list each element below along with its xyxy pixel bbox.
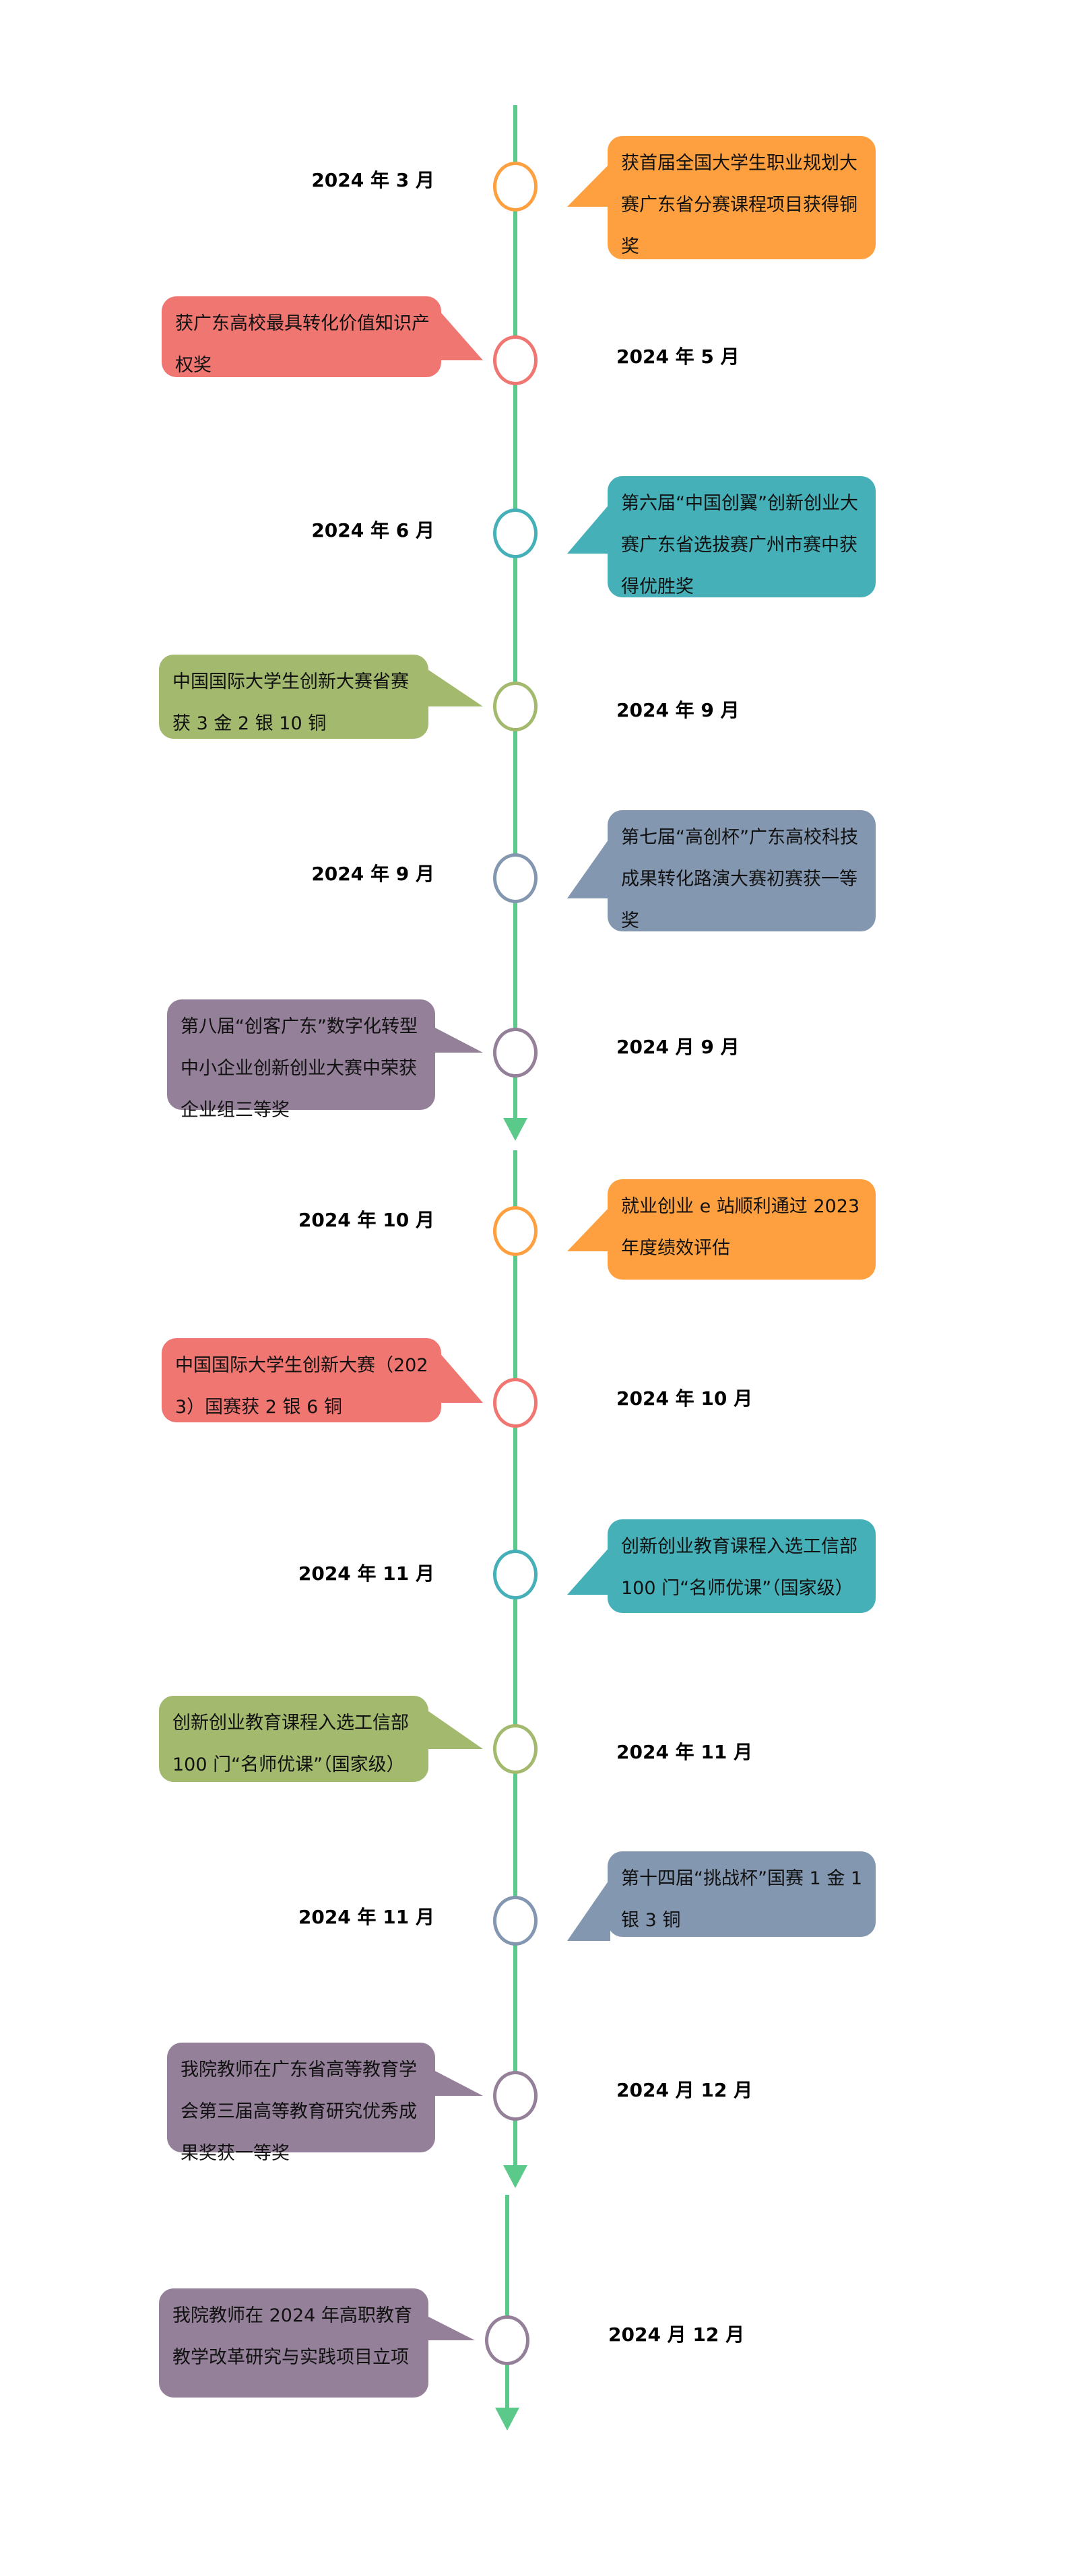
event-callout: 第八届“创客广东”数字化转型中小企业创新创业大赛中荣获企业组三等奖 [167,999,435,1121]
event-date: 2024 月 12 月 [616,2079,753,2101]
timeline-node-circle [485,2315,529,2365]
event-callout: 中国国际大学生创新大赛省赛获 3 金 2 银 10 铜 [159,655,428,739]
timeline-node-circle [493,853,538,903]
timeline-node-circle [493,682,538,731]
timeline-node-circle [493,1896,538,1946]
timeline-node-circle [493,1206,538,1256]
event-callout: 我院教师在 2024 年高职教育教学改革研究与实践项目立项 [159,2288,428,2398]
timeline-line-segment [513,1150,517,2165]
callout-pointer [432,1026,483,1053]
event-date: 2024 年 11 月 [616,1741,753,1763]
callout-pointer [567,503,610,554]
event-callout: 我院教师在广东省高等教育学会第三届高等教育研究优秀成果奖获一等奖 [167,2043,435,2164]
timeline-node-circle [493,1724,538,1774]
callout-pointer [567,1206,610,1251]
timeline-node-circle [493,335,538,385]
event-date: 2024 年 10 月 [298,1209,434,1231]
event-callout: 获首届全国大学生职业规划大赛广东省分赛课程项目获得铜奖 [608,136,876,259]
arrow-down-icon [503,2165,527,2188]
event-date: 2024 年 5 月 [616,345,740,368]
callout-pointer [432,2070,483,2096]
callout-pointer [439,1352,483,1403]
timeline-node-circle [493,1550,538,1599]
timeline-node-circle [493,1028,538,1078]
callout-pointer [567,1546,610,1595]
arrow-down-icon [503,1118,527,1141]
event-callout: 就业创业 e 站顺利通过 2023 年度绩效评估 [608,1179,876,1280]
event-callout: 获广东高校最具转化价值知识产权奖 [162,296,441,377]
timeline-node-circle [493,162,538,211]
event-callout: 创新创业教育课程入选工信部 100 门“名师优课”（国家级） [159,1696,428,1782]
event-callout: 创新创业教育课程入选工信部 100 门“名师优课”（国家级） [608,1519,876,1613]
callout-pointer [426,668,483,706]
callout-pointer [567,163,610,207]
event-date: 2024 年 3 月 [311,169,434,191]
callout-pointer [426,2315,475,2340]
arrow-down-icon [495,2408,519,2431]
event-date: 2024 年 9 月 [616,699,740,721]
event-callout: 中国国际大学生创新大赛（2023）国赛获 2 银 6 铜 [162,1338,441,1422]
callout-pointer [567,1878,610,1941]
event-date: 2024 年 11 月 [298,1906,434,1928]
event-date: 2024 月 12 月 [608,2323,745,2346]
timeline-line-segment [513,105,517,1118]
timeline-node-circle [493,1378,538,1428]
event-date: 2024 年 9 月 [311,863,434,885]
timeline-line-segment [505,2195,509,2408]
event-callout: 第十四届“挑战杯”国赛 1 金 1 银 3 铜 [608,1851,876,1937]
timeline-node-circle [493,2071,538,2121]
event-callout: 第六届“中国创翼”创新创业大赛广东省选拔赛广州市赛中获得优胜奖 [608,476,876,597]
event-date: 2024 年 6 月 [311,519,434,541]
timeline-node-circle [493,508,538,558]
callout-pointer [439,310,483,360]
event-date: 2024 月 9 月 [616,1036,740,1058]
event-callout: 第七届“高创杯”广东高校科技成果转化路演大赛初赛获一等奖 [608,810,876,931]
callout-pointer [567,837,610,898]
event-date: 2024 年 11 月 [298,1562,434,1585]
callout-pointer [426,1709,483,1749]
event-date: 2024 年 10 月 [616,1387,753,1410]
